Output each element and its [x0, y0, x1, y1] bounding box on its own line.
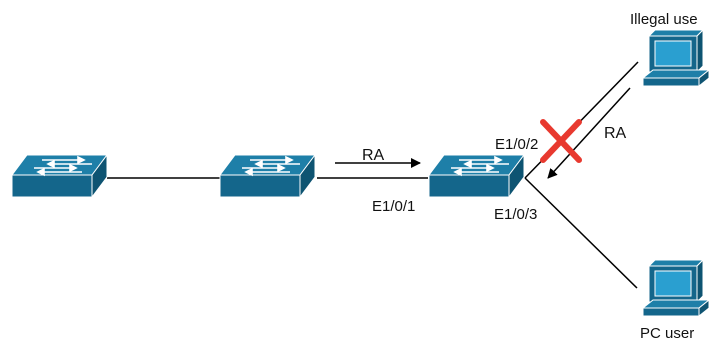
pc-user-pc-icon: [642, 259, 710, 317]
link-switch3-pc: [524, 177, 638, 289]
illegal-user-label: Illegal use: [630, 11, 698, 28]
port-e1-0-1-label: E1/0/1: [372, 198, 415, 215]
illegal-user-pc-icon: [642, 29, 710, 87]
switch-3-icon: [428, 154, 525, 198]
port-e1-0-2-label: E1/0/2: [495, 136, 538, 153]
ra-arrow-right: [547, 87, 631, 179]
ra-label-left: RA: [362, 147, 385, 164]
port-e1-0-3-label: E1/0/3: [494, 206, 537, 223]
pc-user-label: PC user: [640, 325, 694, 342]
ra-label-right: RA: [604, 125, 627, 142]
switch-1-icon: [11, 154, 108, 198]
block-x-icon: [540, 119, 582, 163]
switch-2-icon: [219, 154, 316, 198]
